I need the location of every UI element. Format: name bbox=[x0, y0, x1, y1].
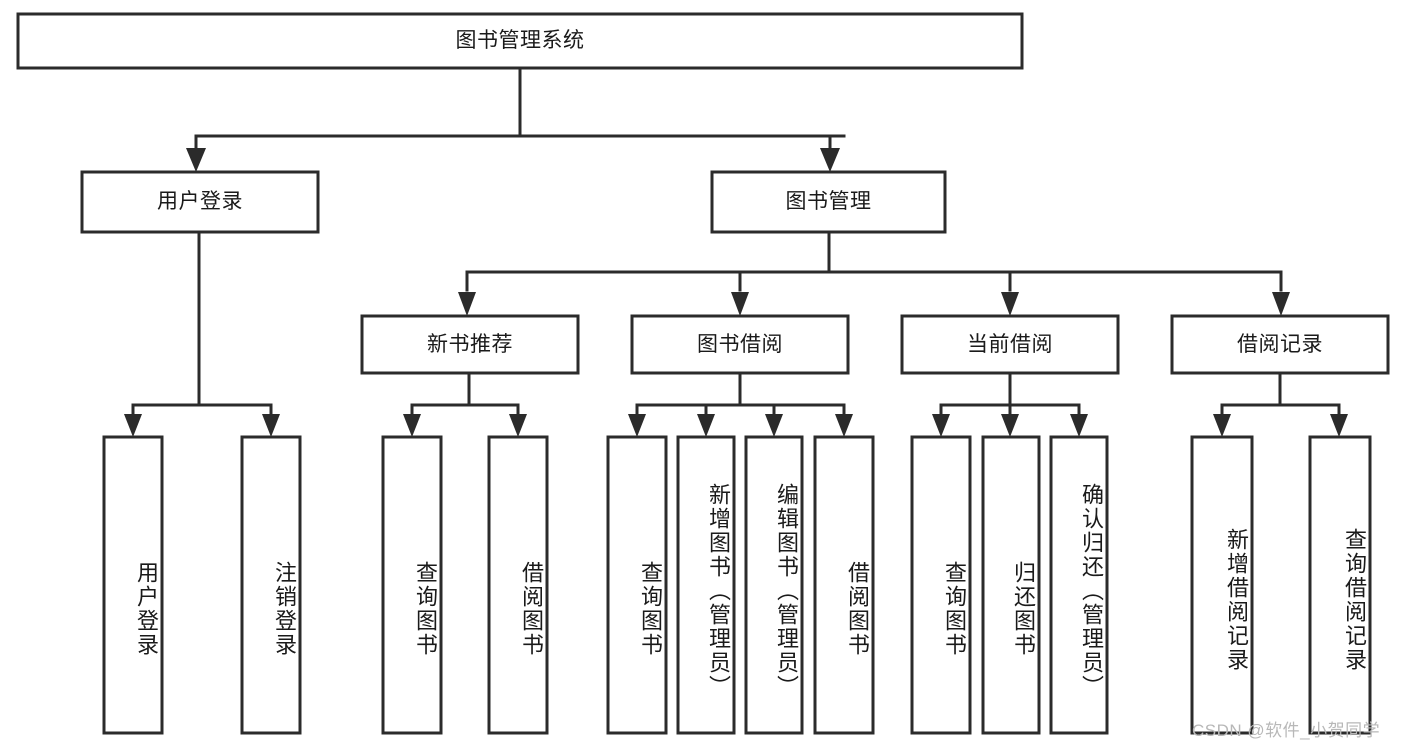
leaf-current-borrow-0[interactable] bbox=[910, 435, 972, 735]
connector-user-login-to-leaves bbox=[124, 230, 280, 437]
leaf-current-borrow-2[interactable] bbox=[1049, 435, 1109, 735]
leaf-borrow-record-1[interactable] bbox=[1308, 435, 1372, 735]
leaf-borrow-record-0[interactable] bbox=[1190, 435, 1254, 735]
csdn-watermark: CSDN @软件_小贺同学 bbox=[1192, 721, 1381, 740]
node-root[interactable] bbox=[16, 12, 1024, 70]
leaf-book-borrow-1[interactable] bbox=[676, 435, 736, 735]
leaf-new-book-1[interactable] bbox=[487, 435, 549, 735]
connector-book-manage-to-level3 bbox=[458, 230, 1290, 316]
connector-book-borrow-to-leaves bbox=[628, 371, 853, 437]
leaf-book-borrow-3[interactable] bbox=[813, 435, 875, 735]
leaf-new-book-0[interactable] bbox=[381, 435, 443, 735]
node-book-borrow[interactable] bbox=[630, 314, 850, 375]
node-new-book-recommend[interactable] bbox=[360, 314, 580, 375]
leaf-user-login-1[interactable] bbox=[240, 435, 302, 735]
node-borrow-record[interactable] bbox=[1170, 314, 1390, 375]
leaf-user-login-0[interactable] bbox=[102, 435, 164, 735]
connector-borrow-record-to-leaves bbox=[1213, 371, 1348, 437]
leaf-book-borrow-0[interactable] bbox=[606, 435, 668, 735]
connector-current-borrow-to-leaves bbox=[932, 371, 1088, 437]
leaf-book-borrow-2[interactable] bbox=[744, 435, 804, 735]
connector-new-book-to-leaves bbox=[403, 371, 527, 437]
node-user-login[interactable] bbox=[80, 170, 320, 234]
leaf-current-borrow-1[interactable] bbox=[981, 435, 1041, 735]
node-current-borrow[interactable] bbox=[900, 314, 1120, 375]
connector-root-to-level2 bbox=[186, 66, 846, 172]
node-book-management[interactable] bbox=[710, 170, 947, 234]
